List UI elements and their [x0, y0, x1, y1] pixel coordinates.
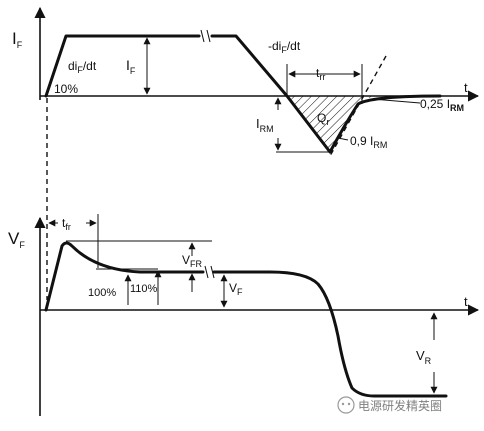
- irm-label: IRM: [256, 116, 274, 134]
- vf-level-label: VF: [229, 281, 243, 297]
- trr-label: trr: [316, 66, 325, 82]
- watermark: 电源研发精英圈: [337, 396, 442, 414]
- current-plot: IF t diF/dt 10% IF -diF/dt trr Qr IRM 0,…: [12, 6, 480, 157]
- irm-09-label: 0,9 IRM: [350, 134, 387, 150]
- pct-100-label: 100%: [88, 287, 116, 299]
- current-axis-label: IF: [12, 29, 23, 50]
- voltage-plot: VF t tfr VFR 100% 110% VF VR: [8, 214, 480, 416]
- voltage-axis-label: VF: [8, 229, 25, 250]
- if-level-label: IF: [126, 57, 136, 76]
- irm-25-label: 0,25 IRM: [420, 97, 464, 113]
- break-mark: [200, 29, 205, 43]
- qr-label: Qr: [317, 111, 329, 127]
- irm-09-pointer: [337, 137, 349, 141]
- chat-bubble-icon: [337, 396, 355, 414]
- voltage-t-label: t: [464, 294, 468, 309]
- tfr-label: tfr: [62, 216, 71, 232]
- irm-25-pointer: [371, 98, 421, 104]
- watermark-text: 电源研发精英圈: [358, 398, 442, 413]
- ten-percent-label: 10%: [54, 82, 78, 96]
- vfr-label: VFR: [182, 253, 203, 269]
- vr-label: VR: [416, 348, 432, 366]
- tangent-line: [329, 55, 387, 157]
- dif-dt-fall-label: -diF/dt: [268, 39, 301, 55]
- break-mark: [210, 265, 215, 279]
- qr-area: [287, 96, 378, 152]
- break-mark: [206, 29, 211, 43]
- current-waveform: [44, 34, 442, 154]
- voltage-waveform: [44, 241, 448, 398]
- current-t-label: t: [464, 80, 468, 95]
- pct-110-label: 110%: [130, 283, 158, 295]
- dif-dt-rise-label: diF/dt: [68, 59, 97, 75]
- break-mark: [204, 265, 209, 279]
